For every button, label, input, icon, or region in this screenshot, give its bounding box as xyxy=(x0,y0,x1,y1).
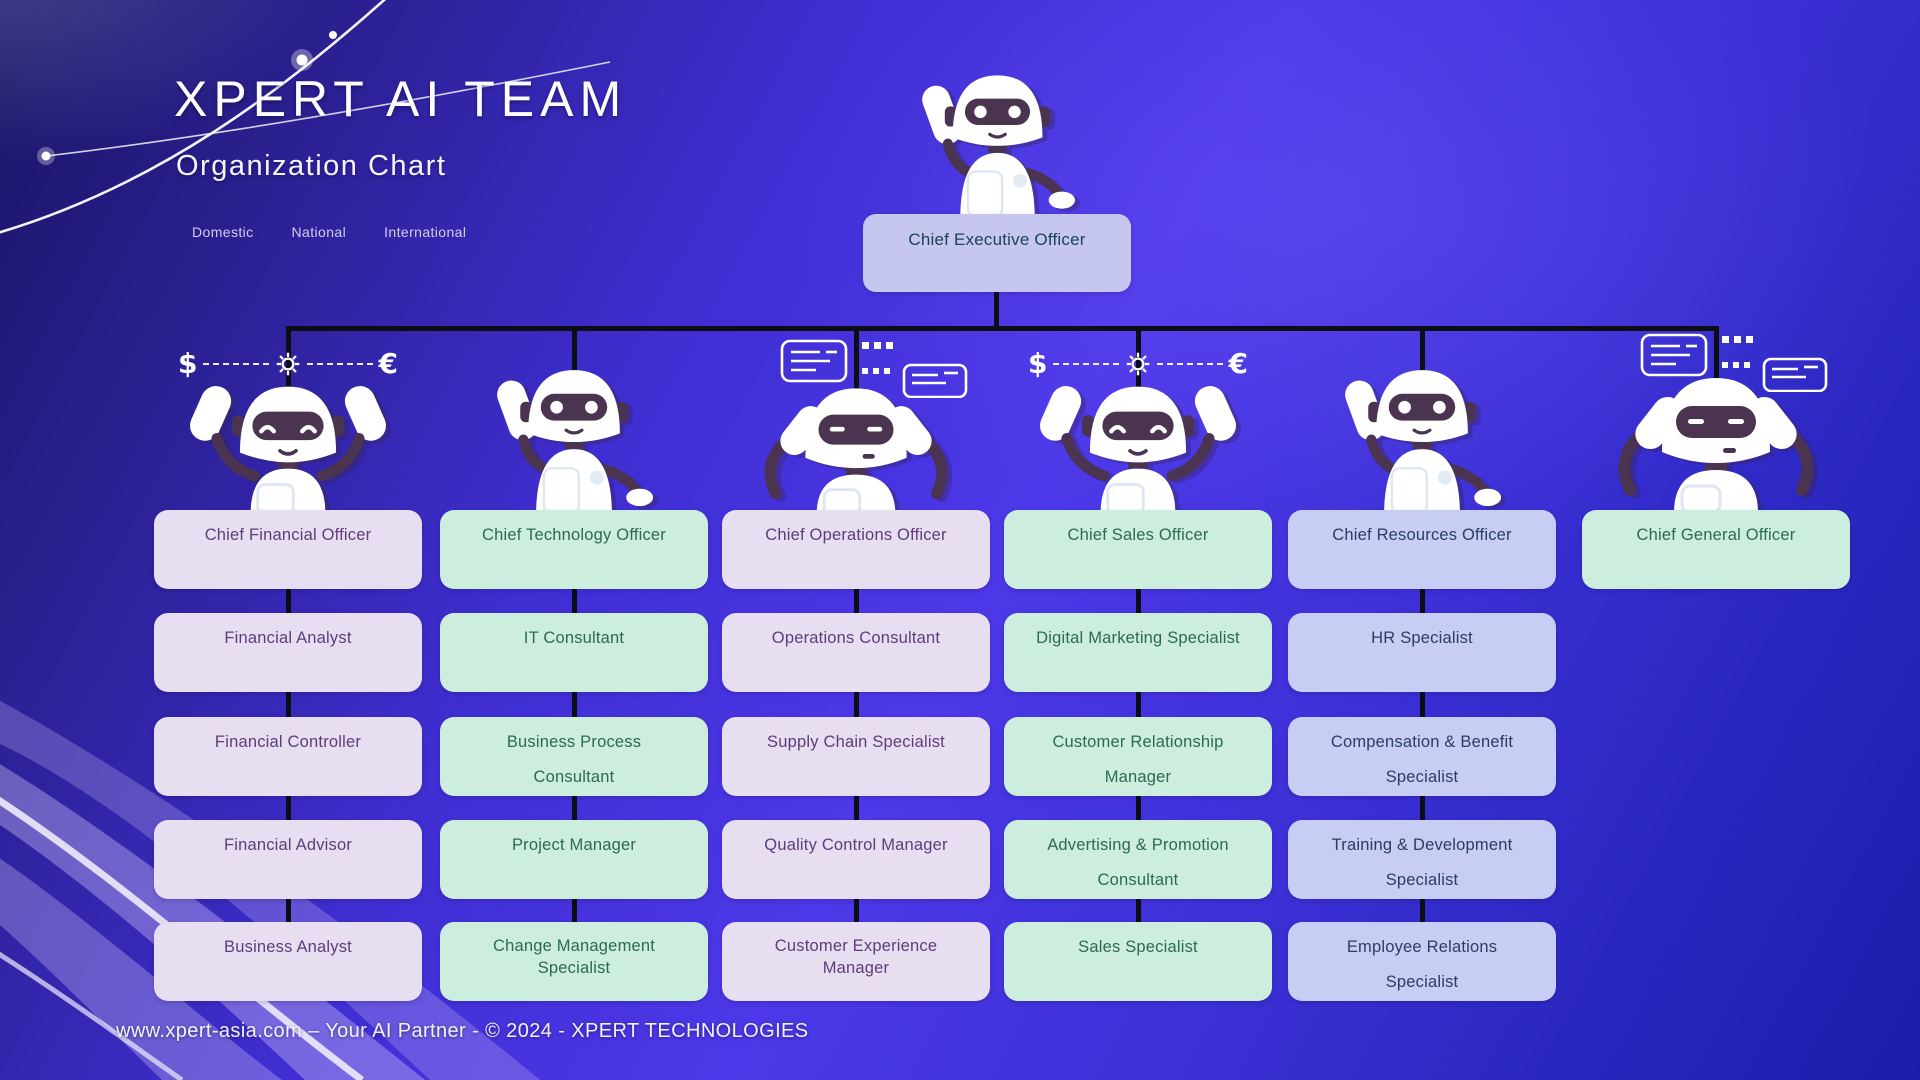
org-box-financial-advisor: Financial Advisor xyxy=(154,820,422,899)
dashed-line xyxy=(1053,363,1119,365)
currency-decoration-financial: $ € xyxy=(178,348,398,380)
org-box-chief-sales-officer: Chief Sales Officer xyxy=(1004,510,1272,589)
connector-horizontal xyxy=(288,326,1716,331)
org-box-customer-relationship-manager: Customer Relationship Manager xyxy=(1004,717,1272,796)
corner-lines-decoration xyxy=(0,0,611,234)
org-box-chief-executive-officer: Chief Executive Officer xyxy=(863,214,1131,292)
robot-technology-icon xyxy=(487,357,661,516)
page-subtitle: Organization Chart xyxy=(176,150,447,182)
legend: Domestic National International xyxy=(192,224,466,240)
robot-sales-icon xyxy=(1037,376,1239,514)
legend-item-domestic: Domestic xyxy=(192,224,254,240)
org-box-customer-experience-manager: Customer Experience Manager xyxy=(722,922,990,1001)
connector-ceo-stem xyxy=(994,290,999,330)
currency-decoration-sales: $ € xyxy=(1028,348,1248,380)
org-box-operations-consultant: Operations Consultant xyxy=(722,613,990,692)
org-box-chief-operations-officer: Chief Operations Officer xyxy=(722,510,990,589)
org-box-employee-relations-specialist: Employee Relations Specialist xyxy=(1288,922,1556,1001)
robot-operations-icon xyxy=(743,379,969,515)
dashed-line xyxy=(307,363,373,365)
gear-icon xyxy=(275,351,301,377)
org-box-business-analyst: Business Analyst xyxy=(154,922,422,1001)
footer-text: www.xpert-asia.com – Your AI Partner - ©… xyxy=(116,1020,809,1042)
org-box-compensation-benefit-specialist: Compensation & Benefit Specialist xyxy=(1288,717,1556,796)
euro-icon: € xyxy=(378,347,398,380)
dollar-icon: $ xyxy=(178,347,198,380)
org-box-quality-control-manager: Quality Control Manager xyxy=(722,820,990,899)
org-box-chief-financial-officer: Chief Financial Officer xyxy=(154,510,422,589)
dollar-icon: $ xyxy=(1028,347,1048,380)
org-box-chief-general-officer: Chief General Officer xyxy=(1582,510,1850,589)
robot-resources-icon xyxy=(1335,357,1509,516)
chat-decoration-general xyxy=(1638,330,1834,392)
org-box-training-development-specialist: Training & Development Specialist xyxy=(1288,820,1556,899)
org-box-hr-specialist: HR Specialist xyxy=(1288,613,1556,692)
org-box-change-management-specialist: Change Management Specialist xyxy=(440,922,708,1001)
robot-financial-icon xyxy=(187,376,389,514)
legend-item-national: National xyxy=(291,224,347,240)
org-box-supply-chain-specialist: Supply Chain Specialist xyxy=(722,717,990,796)
org-box-sales-specialist: Sales Specialist xyxy=(1004,922,1272,1001)
org-box-advertising-promotion-consultant: Advertising & Promotion Consultant xyxy=(1004,820,1272,899)
robot-ceo-icon xyxy=(912,63,1083,218)
legend-item-international: International xyxy=(384,224,467,240)
org-box-business-process-consultant: Business Process Consultant xyxy=(440,717,708,796)
page-title: XPERT AI TEAM xyxy=(174,71,628,127)
org-box-it-consultant: IT Consultant xyxy=(440,613,708,692)
org-box-chief-technology-officer: Chief Technology Officer xyxy=(440,510,708,589)
gear-icon xyxy=(1125,351,1151,377)
dashed-line xyxy=(203,363,269,365)
org-box-financial-analyst: Financial Analyst xyxy=(154,613,422,692)
org-box-digital-marketing-specialist: Digital Marketing Specialist xyxy=(1004,613,1272,692)
chat-decoration-operations xyxy=(778,336,974,398)
dashed-line xyxy=(1157,363,1223,365)
euro-icon: € xyxy=(1228,347,1248,380)
org-box-chief-resources-officer: Chief Resources Officer xyxy=(1288,510,1556,589)
org-box-financial-controller: Financial Controller xyxy=(154,717,422,796)
org-box-project-manager: Project Manager xyxy=(440,820,708,899)
